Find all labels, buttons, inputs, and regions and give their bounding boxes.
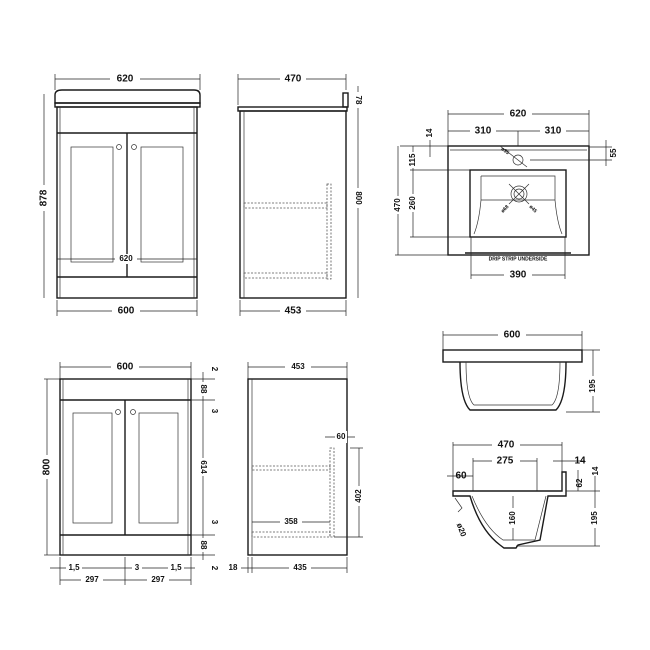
dim-depth-top: 470 xyxy=(285,74,302,85)
waste-label-2: ø45 xyxy=(528,204,538,214)
basin-section-view: 470 275 14 60 62 14 195 160 ø20 xyxy=(447,439,601,549)
dim-section-upstand: 62 xyxy=(575,478,584,487)
front-view-with-basin: 620 878 620 600 xyxy=(36,73,201,317)
overflow-label: ø20 xyxy=(455,522,468,539)
basin-front-view: 600 195 xyxy=(442,329,600,413)
dim-front-width: 600 xyxy=(504,330,521,341)
dim-section-front: 60 xyxy=(455,471,467,482)
dim-section-bowl: 275 xyxy=(497,456,514,467)
dim-width-top: 620 xyxy=(117,74,134,85)
tap-hole-label: ø35 xyxy=(500,146,511,156)
waste-label-1: ø68 xyxy=(500,204,510,214)
dim-centre-gap: 3 xyxy=(135,563,140,572)
dim-inner-width: 620 xyxy=(119,254,133,263)
dim-door-right: 297 xyxy=(151,575,165,584)
dim-section-depth: 470 xyxy=(498,440,515,451)
dim-side-depth: 453 xyxy=(291,362,305,371)
dim-section-lip: 14 xyxy=(574,456,586,467)
side-view-with-basin: 470 78 800 453 xyxy=(237,73,364,317)
dim-basin-depth: 470 xyxy=(393,198,402,212)
dim-bottom-gap: 2 xyxy=(210,566,219,571)
cabinet-front-view: 600 800 2 88 3 614 3 88 2 1,5 3 1,5 297 … xyxy=(40,361,219,586)
dim-top-gap: 2 xyxy=(210,367,219,372)
dim-door-left: 297 xyxy=(85,575,99,584)
dim-drawer-height: 402 xyxy=(354,489,363,503)
dim-carcass-depth: 435 xyxy=(293,563,307,572)
dim-half-left: 310 xyxy=(475,126,492,137)
dim-door-thickness: 18 xyxy=(229,563,238,572)
dim-bowl-width: 390 xyxy=(510,270,527,281)
dim-edge: 14 xyxy=(425,128,434,137)
dim-bowl-depth: 260 xyxy=(408,196,417,210)
dim-height: 800 xyxy=(354,191,363,205)
dim-upstand: 78 xyxy=(354,96,363,105)
dim-section-thickness: 14 xyxy=(591,466,600,475)
dim-gap-bottom: 3 xyxy=(210,520,219,525)
dim-drawer-gap: 60 xyxy=(337,432,346,441)
dim-section-bowl-depth: 160 xyxy=(508,511,517,525)
dim-section-height: 195 xyxy=(590,511,599,525)
dim-tap-offset: 55 xyxy=(609,148,618,157)
cabinet-side-view: 453 60 402 358 18 435 xyxy=(225,361,364,574)
dim-side-gap-right: 1,5 xyxy=(170,563,182,572)
dim-top-rail: 88 xyxy=(199,385,208,394)
dim-plinth: 88 xyxy=(199,541,208,550)
drip-strip-note: DRIP STRIP UNDERSIDE xyxy=(489,256,548,262)
dim-drawer-depth: 358 xyxy=(284,517,298,526)
dim-front-height: 195 xyxy=(588,379,597,393)
dim-height-total: 878 xyxy=(39,189,50,206)
dim-basin-width: 620 xyxy=(510,109,527,120)
basin-plan-view: 620 310 310 14 115 260 470 55 ø35 ø68 ø4… xyxy=(392,108,618,281)
dim-depth-base: 453 xyxy=(285,306,302,317)
dim-width-base: 600 xyxy=(118,306,135,317)
dim-half-right: 310 xyxy=(545,126,562,137)
dim-to-bowl: 115 xyxy=(408,153,417,166)
dim-door-height: 614 xyxy=(199,460,208,474)
dim-gap-top: 3 xyxy=(210,409,219,414)
dim-side-gap-left: 1,5 xyxy=(68,563,80,572)
dim-cabinet-width: 600 xyxy=(117,362,134,373)
dim-cabinet-height: 800 xyxy=(42,458,53,475)
